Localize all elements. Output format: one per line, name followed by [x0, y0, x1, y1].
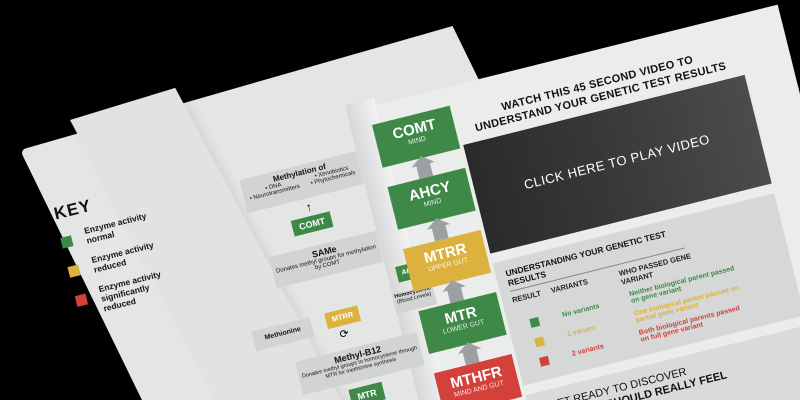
green-swatch-icon	[529, 316, 541, 328]
methyl-b12-box: Methyl-B12 Donates methyl groups to homo…	[295, 331, 425, 396]
mtrr-box: MTRR	[324, 305, 362, 330]
comt-box: COMT	[290, 211, 334, 237]
cycle-arrows-icon: ⟳	[338, 327, 351, 342]
yellow-swatch-icon	[534, 335, 545, 347]
red-swatch-icon	[74, 293, 89, 307]
same-box: SAMe Donates methyl groups for methylati…	[268, 230, 384, 289]
yellow-swatch-icon	[67, 264, 81, 278]
play-video-label[interactable]: CLICK HERE TO PLAY VIDEO	[522, 131, 712, 193]
mtr-box: MTR	[348, 381, 386, 400]
methionine-box: Methionine	[251, 317, 315, 352]
arrow-up-icon: ↑	[304, 199, 314, 215]
green-swatch-icon	[60, 235, 74, 249]
red-swatch-icon	[538, 355, 550, 367]
